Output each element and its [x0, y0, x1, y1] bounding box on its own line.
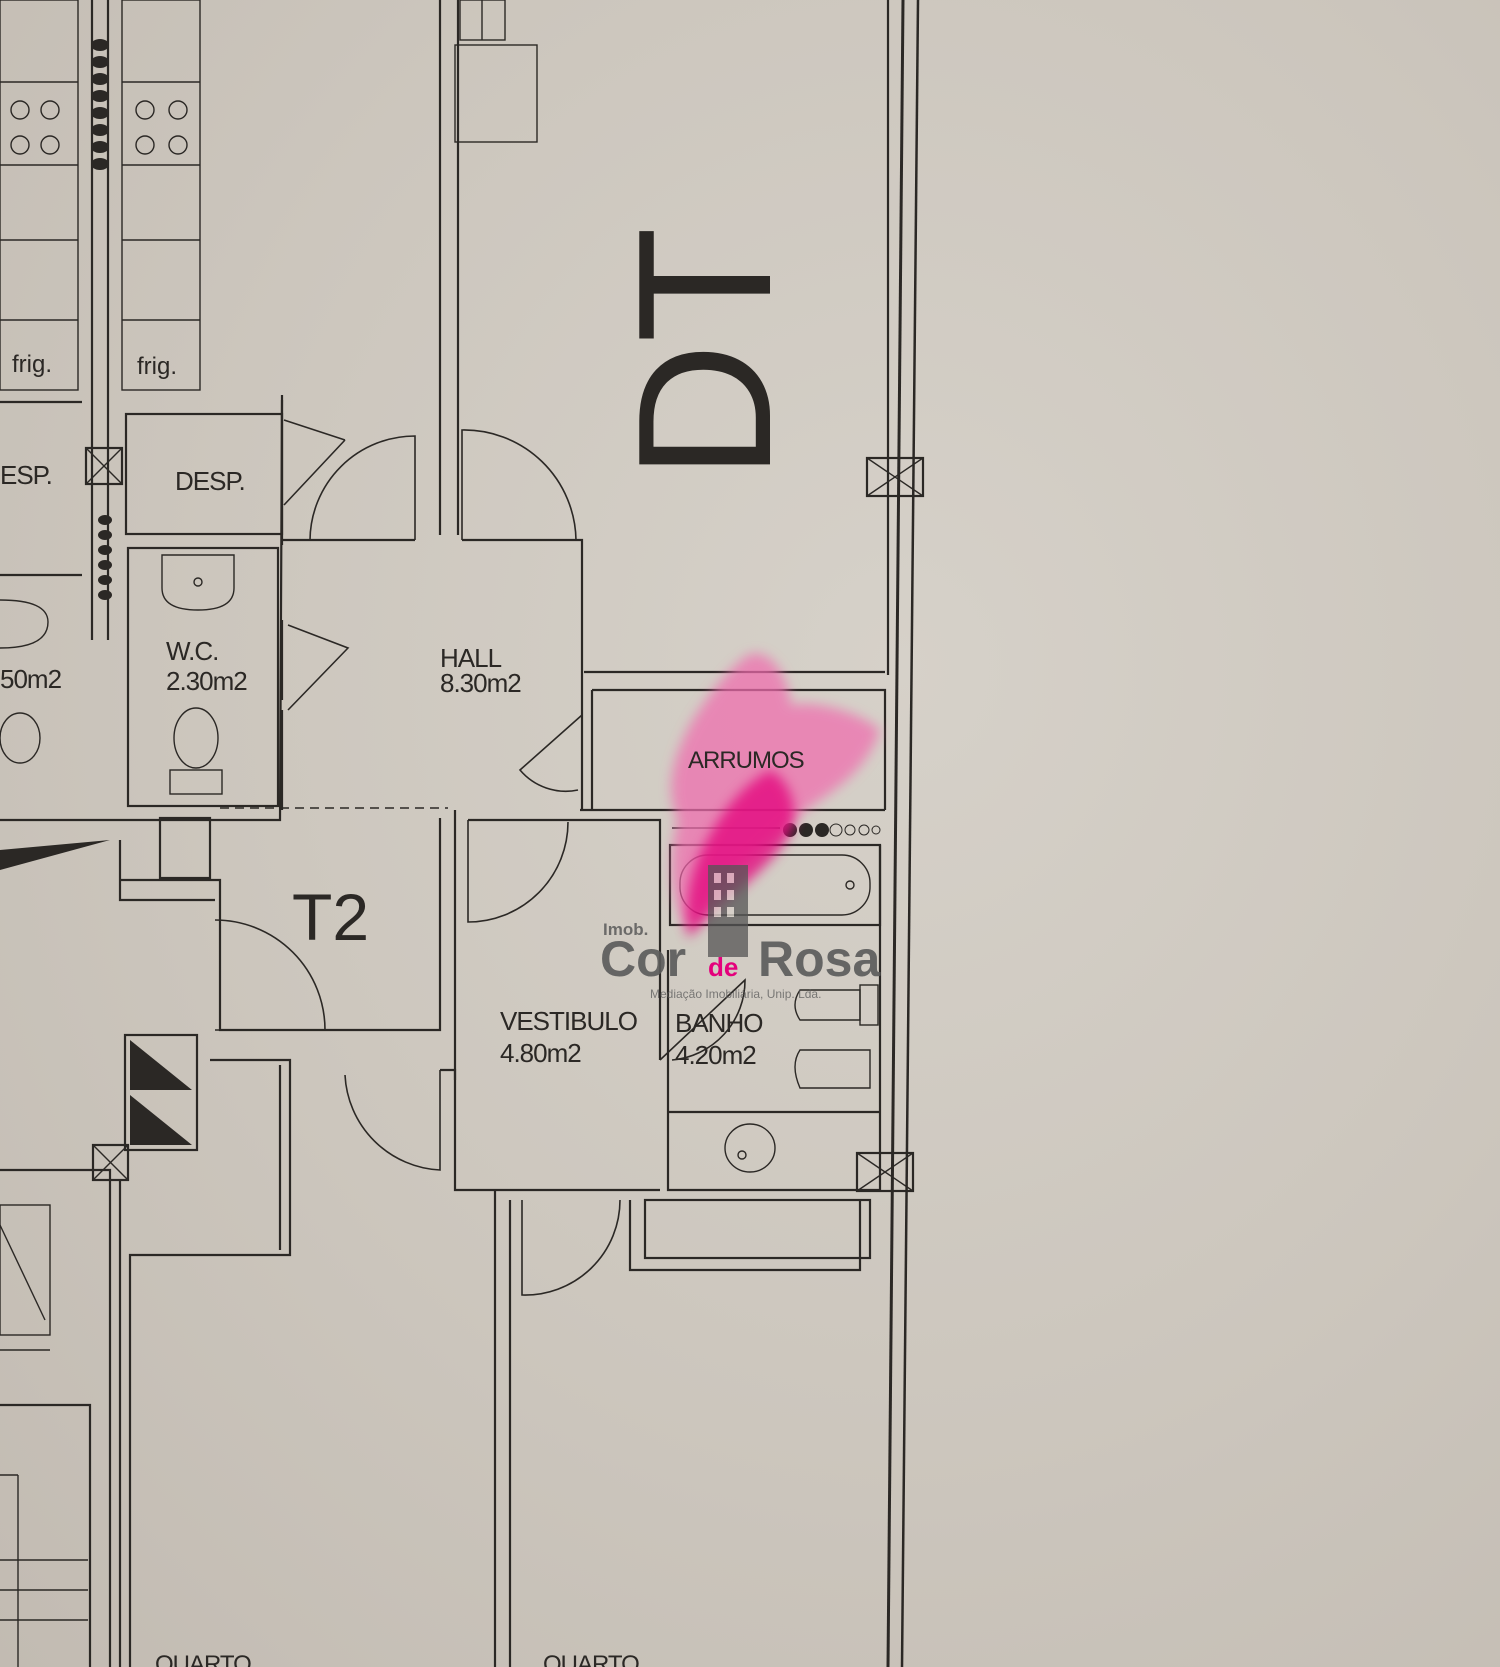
desp-left-label: ESP.	[0, 460, 52, 490]
banho-label: BANHO	[675, 1008, 762, 1038]
banho-area: 4.20m2	[675, 1040, 756, 1070]
pipe-row	[783, 823, 881, 837]
wc-label: W.C.	[166, 636, 218, 666]
cooktop-left	[10, 100, 60, 155]
bedroom-walls	[0, 840, 872, 1667]
wc-left-area: 50m2	[0, 664, 62, 694]
duct-chain	[91, 39, 112, 600]
vestibulo-label: VESTIBULO	[500, 1006, 637, 1036]
hall-walls	[220, 0, 584, 810]
logo-word-de: de	[708, 952, 738, 982]
kitchen-counters: frig. frig.	[0, 0, 201, 640]
hall-label: HALL	[440, 643, 502, 673]
vestibulo-area: 4.80m2	[500, 1038, 581, 1068]
hall-area: 8.30m2	[440, 668, 521, 698]
unit-type-label: T2	[292, 880, 369, 954]
dt-marker: DT	[599, 227, 811, 480]
room-labels: ESP. DESP. W.C. 2.30m2 50m2 HALL 8.30m2 …	[0, 460, 805, 1667]
stair-treads	[0, 1474, 88, 1667]
quarto-left-label: QUARTO	[155, 1651, 251, 1667]
logo-word-cor: Cor	[600, 931, 686, 987]
wc-area: 2.30m2	[166, 666, 247, 696]
logo-word-rosa: Rosa	[758, 931, 881, 987]
logo-tagline: Mediação Imobiliária, Unip. Lda.	[650, 987, 821, 1001]
frig-right-label: frig.	[137, 353, 177, 380]
exterior-walls: DT	[599, 0, 925, 1667]
quarto-right-label: QUARTO	[543, 1651, 639, 1667]
logo-prefix: Imob.	[603, 920, 648, 939]
watermark-splash	[671, 653, 880, 938]
watermark-logo: Imob. Cor de Rosa Mediação Imobiliária, …	[600, 865, 881, 1001]
building-icon	[708, 865, 748, 957]
service-rooms	[0, 395, 350, 822]
frig-left-label: frig.	[12, 351, 52, 378]
cooktop-right	[135, 100, 188, 155]
arrumos-label: ARRUMOS	[688, 747, 804, 774]
desp-label: DESP.	[175, 466, 245, 496]
